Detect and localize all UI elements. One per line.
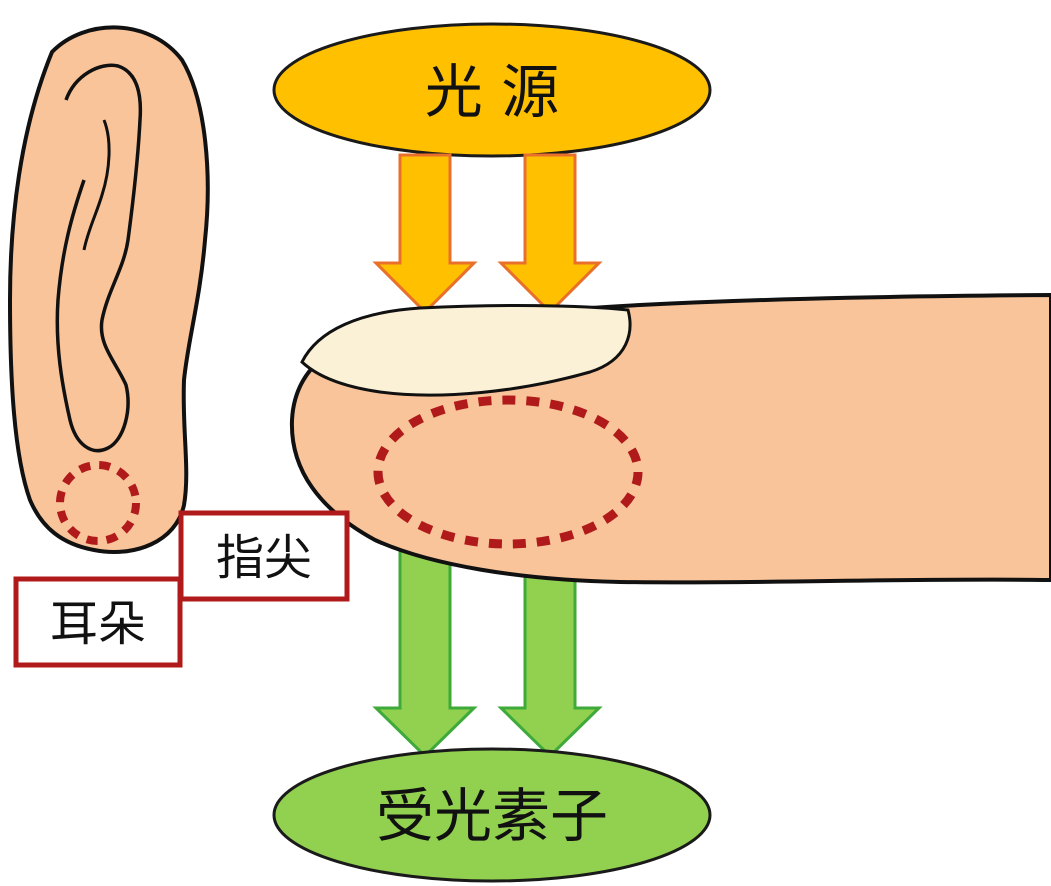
ear-outline: [10, 27, 208, 552]
detector: 受光素子: [274, 749, 710, 881]
detector-label: 受光素子: [376, 782, 608, 850]
ear-illustration: [10, 27, 208, 552]
incident-light-arrows: [376, 155, 599, 312]
fingertip-label-box: 指尖: [181, 513, 347, 599]
finger-illustration: [292, 295, 1051, 582]
transmitted-arrow-left: [376, 545, 474, 756]
earlobe-label-box: 耳朵: [16, 579, 180, 665]
incident-arrow-left: [376, 155, 474, 312]
light-source: 光 源: [274, 24, 710, 156]
fingertip-label: 指尖: [216, 530, 312, 586]
earlobe-label: 耳朵: [50, 596, 146, 652]
light-source-label: 光 源: [425, 58, 559, 126]
incident-arrow-right: [501, 155, 599, 312]
